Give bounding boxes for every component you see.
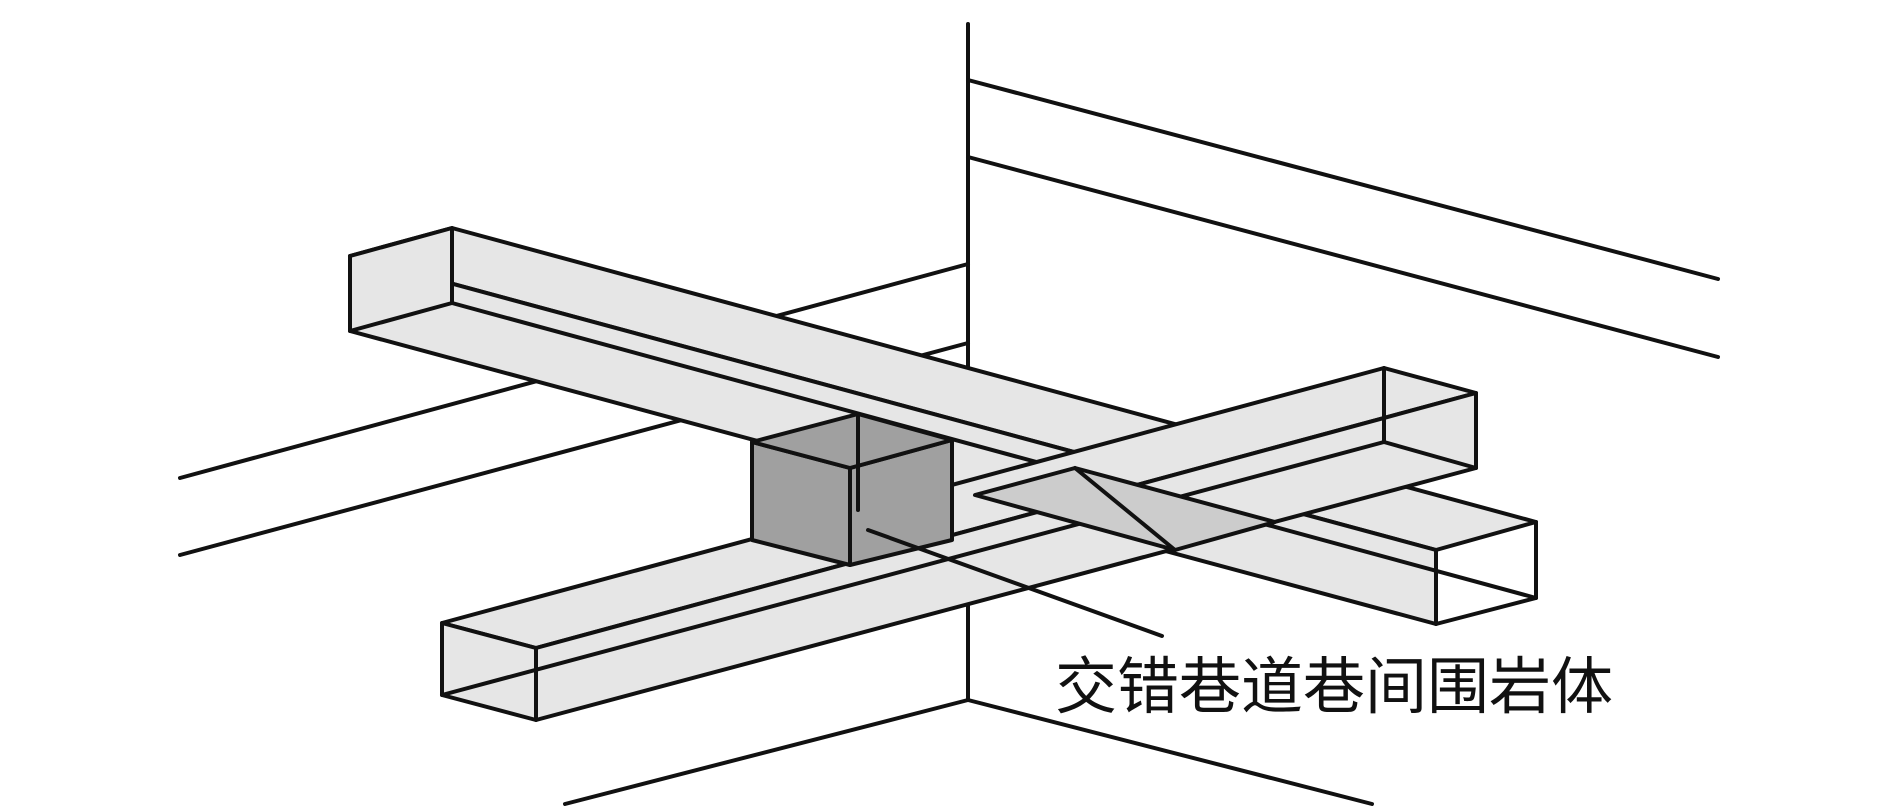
upper-wall-line-2 (966, 155, 1720, 359)
rock-mass-label: 交错巷道巷间围岩体 (1055, 650, 1613, 723)
rock-block-top-face (750, 412, 954, 470)
floor-line-right (966, 698, 1374, 806)
floor-line-left (563, 698, 970, 806)
overlap-divider (1073, 466, 1177, 552)
surrounding-rock-block (750, 412, 954, 567)
label-leader-line (866, 528, 1164, 638)
upper-wall-line-1 (966, 78, 1720, 281)
lower-tunnel (440, 366, 1478, 722)
